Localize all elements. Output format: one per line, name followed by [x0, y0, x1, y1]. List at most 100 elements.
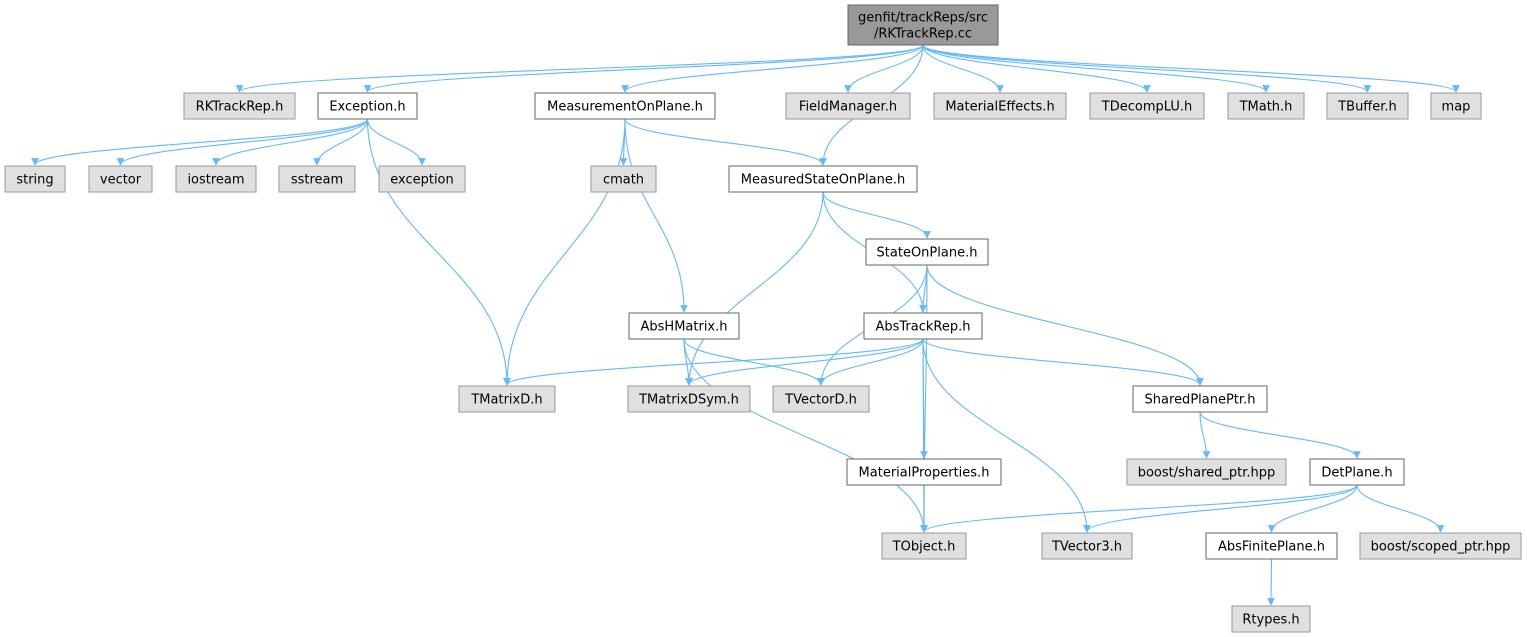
node-measurementonplane[interactable]: MeasurementOnPlane.h [534, 92, 716, 120]
node-string[interactable]: string [4, 165, 66, 193]
node-label: TBuffer.h [1337, 100, 1397, 115]
node-label: FieldManager.h [799, 100, 897, 115]
node-main[interactable]: genfit/trackReps/src/RKTrackRep.cc [847, 4, 999, 46]
node-box [534, 92, 716, 120]
node-box [881, 532, 967, 560]
node-sharedplaneptr[interactable]: SharedPlanePtr.h [1132, 385, 1268, 413]
edge-measurementonplane-to-measuredstateonplane [624, 118, 827, 166]
node-box [933, 92, 1067, 120]
node-box [847, 4, 999, 46]
edge-abstrackrep-to-sharedplaneptr [922, 338, 1204, 386]
node-label: exception [390, 173, 454, 188]
edge-stateonplane-to-sharedplaneptr [926, 264, 1204, 386]
node-abshmatrix[interactable]: AbsHMatrix.h [628, 312, 740, 340]
node-rtypes[interactable]: Rtypes.h [1231, 605, 1311, 633]
node-tmatrixdsym[interactable]: TMatrixDSym.h [627, 385, 751, 413]
node-materialeffects[interactable]: MaterialEffects.h [933, 92, 1067, 120]
node-box [846, 458, 1002, 486]
node-box [175, 165, 257, 193]
edge-abshmatrix-to-tvectord [683, 338, 825, 386]
node-tbuffer[interactable]: TBuffer.h [1326, 92, 1409, 120]
node-box [317, 92, 418, 120]
node-box [378, 165, 466, 193]
edge-sharedplaneptr-to-boostshared [1199, 411, 1211, 459]
edge-measuredstateonplane-to-tmatrixdsym [685, 191, 824, 386]
node-layer: genfit/trackReps/src/RKTrackRep.ccRKTrac… [4, 4, 1522, 633]
edge-main-to-tmath [922, 44, 1270, 93]
edge-main-to-map [922, 44, 1460, 93]
node-box [1430, 92, 1482, 120]
edge-layer [31, 44, 1460, 606]
node-box [865, 238, 989, 266]
node-label: MaterialProperties.h [859, 466, 990, 481]
node-box [863, 312, 983, 340]
node-box [278, 165, 356, 193]
node-tmath[interactable]: TMath.h [1227, 92, 1305, 120]
node-label: TVectorD.h [784, 393, 857, 408]
node-vector[interactable]: vector [88, 165, 153, 193]
edge-main-to-tbuffer [922, 44, 1372, 93]
node-materialproperties[interactable]: MaterialProperties.h [846, 458, 1002, 486]
node-box [183, 92, 296, 120]
edge-detplane-to-tobject [920, 484, 1358, 533]
node-label: /RKTrackRep.cc [874, 27, 972, 42]
node-fieldmanager[interactable]: FieldManager.h [785, 92, 911, 120]
node-cmath[interactable]: cmath [590, 165, 657, 193]
node-box [590, 165, 657, 193]
node-sstream[interactable]: sstream [278, 165, 356, 193]
node-detplane[interactable]: DetPlane.h [1309, 458, 1405, 486]
node-tvectord[interactable]: TVectorD.h [772, 385, 870, 413]
node-box [1126, 458, 1287, 486]
edge-exception-to-iostream [212, 118, 369, 166]
node-measuredstateonplane[interactable]: MeasuredStateOnPlane.h [728, 165, 918, 193]
node-label: MeasurementOnPlane.h [547, 100, 703, 115]
edge-detplane-to-absfiniteplane [1267, 484, 1358, 533]
edge-measurementonplane-to-tmatrixd [503, 118, 626, 386]
node-box [1089, 92, 1205, 120]
edge-main-to-rktrackrep [235, 44, 924, 93]
node-label: TVector3.h [1051, 540, 1122, 555]
node-label: TObject.h [892, 540, 956, 555]
node-boostshared[interactable]: boost/shared_ptr.hpp [1126, 458, 1287, 486]
node-map[interactable]: map [1430, 92, 1482, 120]
edge-exception-to-string [31, 118, 369, 166]
node-label: map [1442, 100, 1471, 115]
edge-exception-to-exceptionstd [366, 118, 426, 166]
node-label: genfit/trackReps/src [858, 11, 988, 26]
node-box [1359, 532, 1522, 560]
node-rktrackrep[interactable]: RKTrackRep.h [183, 92, 296, 120]
node-absfiniteplane[interactable]: AbsFinitePlane.h [1205, 532, 1338, 560]
node-boostscoped[interactable]: boost/scoped_ptr.hpp [1359, 532, 1522, 560]
edge-abstrackrep-to-tvector3 [922, 338, 1091, 533]
node-tmatrixd[interactable]: TMatrixD.h [458, 385, 556, 413]
edge-exception-to-vector [116, 118, 369, 166]
node-box [4, 165, 66, 193]
node-label: TDecompLU.h [1101, 100, 1192, 115]
node-label: MaterialEffects.h [945, 100, 1054, 115]
node-label: StateOnPlane.h [877, 246, 978, 261]
node-exception[interactable]: Exception.h [317, 92, 418, 120]
node-label: Rtypes.h [1242, 613, 1299, 628]
node-tdecomplu[interactable]: TDecompLU.h [1089, 92, 1205, 120]
node-stateonplane[interactable]: StateOnPlane.h [865, 238, 989, 266]
edge-abstrackrep-to-tmatrixdsym [685, 338, 924, 386]
node-label: Exception.h [329, 100, 405, 115]
node-label: TMatrixD.h [470, 393, 542, 408]
node-label: DetPlane.h [1321, 466, 1392, 481]
node-box [1041, 532, 1133, 560]
node-label: AbsTrackRep.h [875, 320, 970, 335]
edge-abshmatrix-to-tobject [683, 338, 928, 533]
node-tvector3[interactable]: TVector3.h [1041, 532, 1133, 560]
node-box [1205, 532, 1338, 560]
node-iostream[interactable]: iostream [175, 165, 257, 193]
node-label: cmath [603, 173, 644, 188]
node-exceptionstd[interactable]: exception [378, 165, 466, 193]
node-box [1227, 92, 1305, 120]
edge-exception-to-sstream [313, 118, 369, 166]
node-label: AbsFinitePlane.h [1218, 540, 1325, 555]
node-tobject[interactable]: TObject.h [881, 532, 967, 560]
node-label: TMatrixDSym.h [638, 393, 739, 408]
node-label: boost/scoped_ptr.hpp [1371, 540, 1511, 555]
node-abstrackrep[interactable]: AbsTrackRep.h [863, 312, 983, 340]
node-box [1132, 385, 1268, 413]
